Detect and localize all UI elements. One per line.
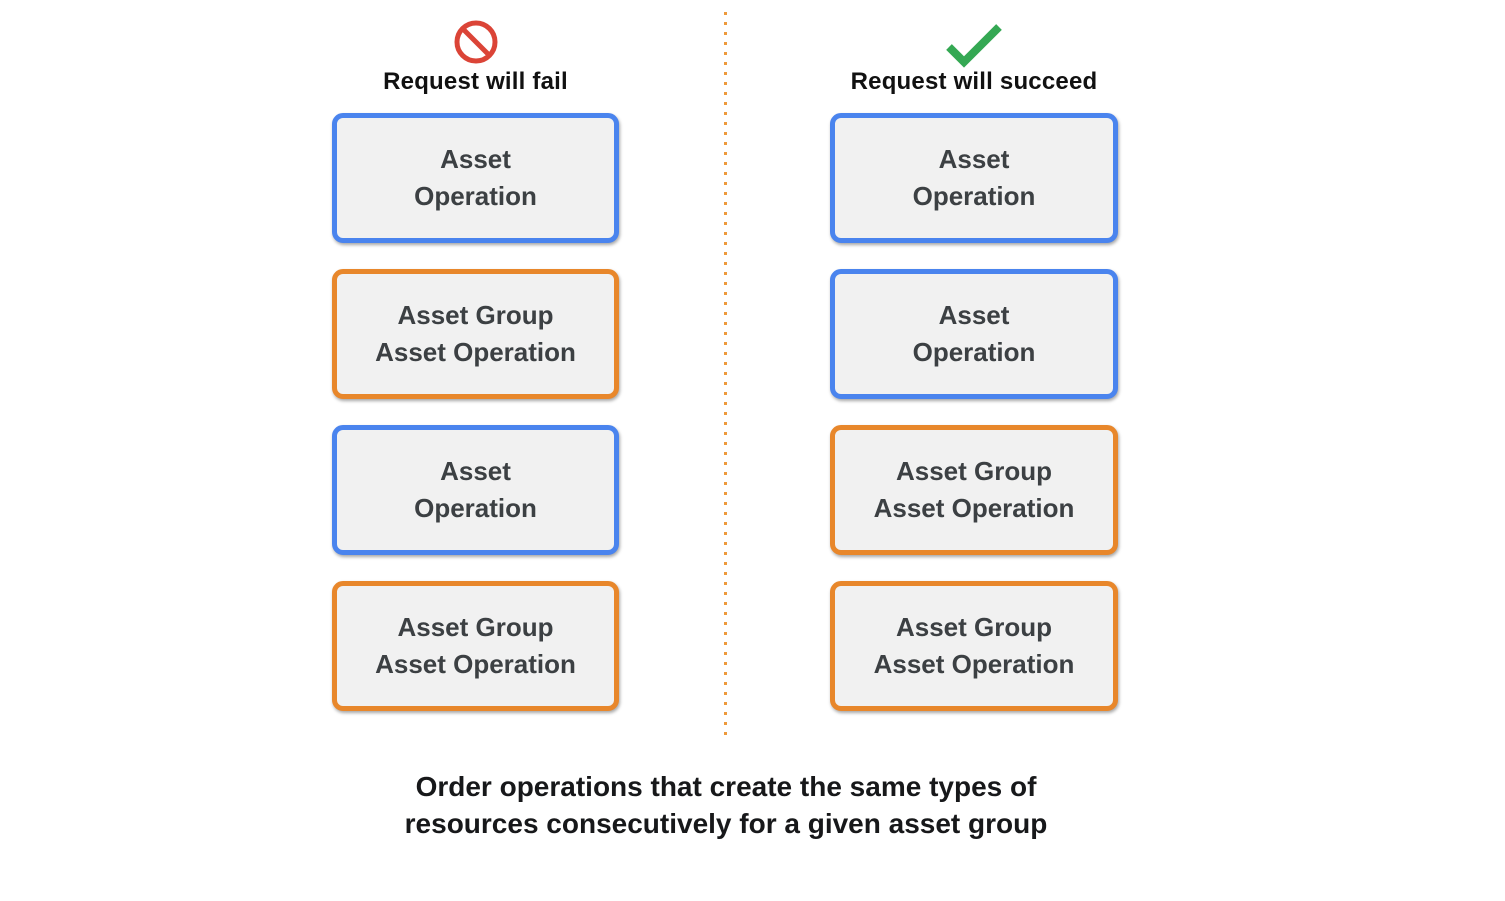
box-label: Asset Group xyxy=(397,612,554,642)
asset-group-asset-operation-box: Asset Group Asset Operation xyxy=(830,581,1118,711)
asset-operation-box: Asset Operation xyxy=(332,425,619,555)
box-label: Asset xyxy=(938,144,1010,174)
box-label: Asset Operation xyxy=(375,337,576,367)
box-label: Operation xyxy=(912,337,1036,367)
succeed-column-title: Request will succeed xyxy=(850,68,1098,95)
asset-operation-box: Asset Operation xyxy=(332,113,619,243)
caption-line: Order operations that create the same ty… xyxy=(415,771,1037,802)
dotted-divider xyxy=(724,12,727,742)
box-label: Asset Operation xyxy=(375,649,576,679)
box-label: Asset Group xyxy=(895,612,1053,642)
box-label: Asset Operation xyxy=(873,493,1075,523)
box-label: Operation xyxy=(912,181,1036,211)
fail-column-title: Request will fail xyxy=(383,68,568,95)
box-label: Asset Group xyxy=(895,456,1053,486)
box-label: Operation xyxy=(414,181,537,211)
box-label: Operation xyxy=(414,493,537,523)
asset-group-asset-operation-box: Asset Group Asset Operation xyxy=(830,425,1118,555)
asset-group-asset-operation-box: Asset Group Asset Operation xyxy=(332,269,619,399)
box-label: Asset xyxy=(440,144,511,174)
box-label: Asset Operation xyxy=(873,649,1075,679)
caption-line: resources consecutively for a given asse… xyxy=(404,808,1048,839)
prohibition-icon xyxy=(454,20,497,64)
box-label: Asset Group xyxy=(397,300,554,330)
asset-operation-box: Asset Operation xyxy=(830,269,1118,399)
checkmark-icon xyxy=(946,24,1002,68)
box-label: Asset xyxy=(440,456,511,486)
diagram-caption: Order operations that create the same ty… xyxy=(0,768,1452,842)
succeed-column: Request will succeed Asset Operation Ass… xyxy=(830,0,1118,760)
fail-column: Request will fail Asset Operation Asset … xyxy=(332,0,619,760)
asset-operation-box: Asset Operation xyxy=(830,113,1118,243)
asset-group-asset-operation-box: Asset Group Asset Operation xyxy=(332,581,619,711)
box-label: Asset xyxy=(938,300,1010,330)
